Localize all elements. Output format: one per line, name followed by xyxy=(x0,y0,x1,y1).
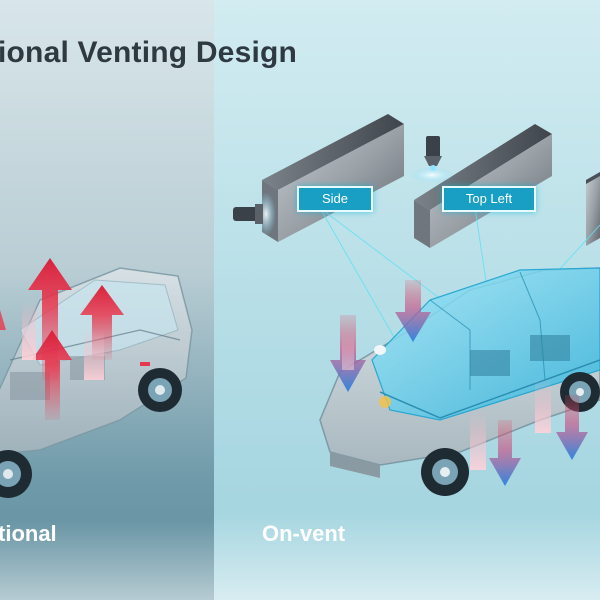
hot-arrow-up xyxy=(0,310,6,330)
on-vent-label: On-vent xyxy=(262,521,346,546)
tag-side: Side xyxy=(297,186,373,212)
on-vent-airflow-arrows xyxy=(330,280,588,486)
heat-steam xyxy=(84,330,104,380)
vent-top-right xyxy=(586,172,600,246)
hot-arrow-up xyxy=(28,258,72,380)
heat-steam xyxy=(22,300,36,360)
heat-steam xyxy=(470,410,486,470)
on-vent-car xyxy=(319,267,600,496)
page-title: ional Venting Design xyxy=(0,36,298,69)
tag-top-left: Top Left xyxy=(442,186,536,212)
heat-steam xyxy=(535,378,551,433)
hot-arrow-up xyxy=(32,330,72,420)
cold-arrow-down xyxy=(395,280,431,342)
cold-arrow-down xyxy=(489,420,521,486)
vent-side xyxy=(233,114,404,242)
conventional-label: tional xyxy=(0,521,57,546)
heat-steam xyxy=(342,330,354,370)
cold-arrow-down xyxy=(556,395,588,460)
hot-arrow-up xyxy=(80,285,124,360)
conventional-heat-arrows xyxy=(0,258,124,420)
